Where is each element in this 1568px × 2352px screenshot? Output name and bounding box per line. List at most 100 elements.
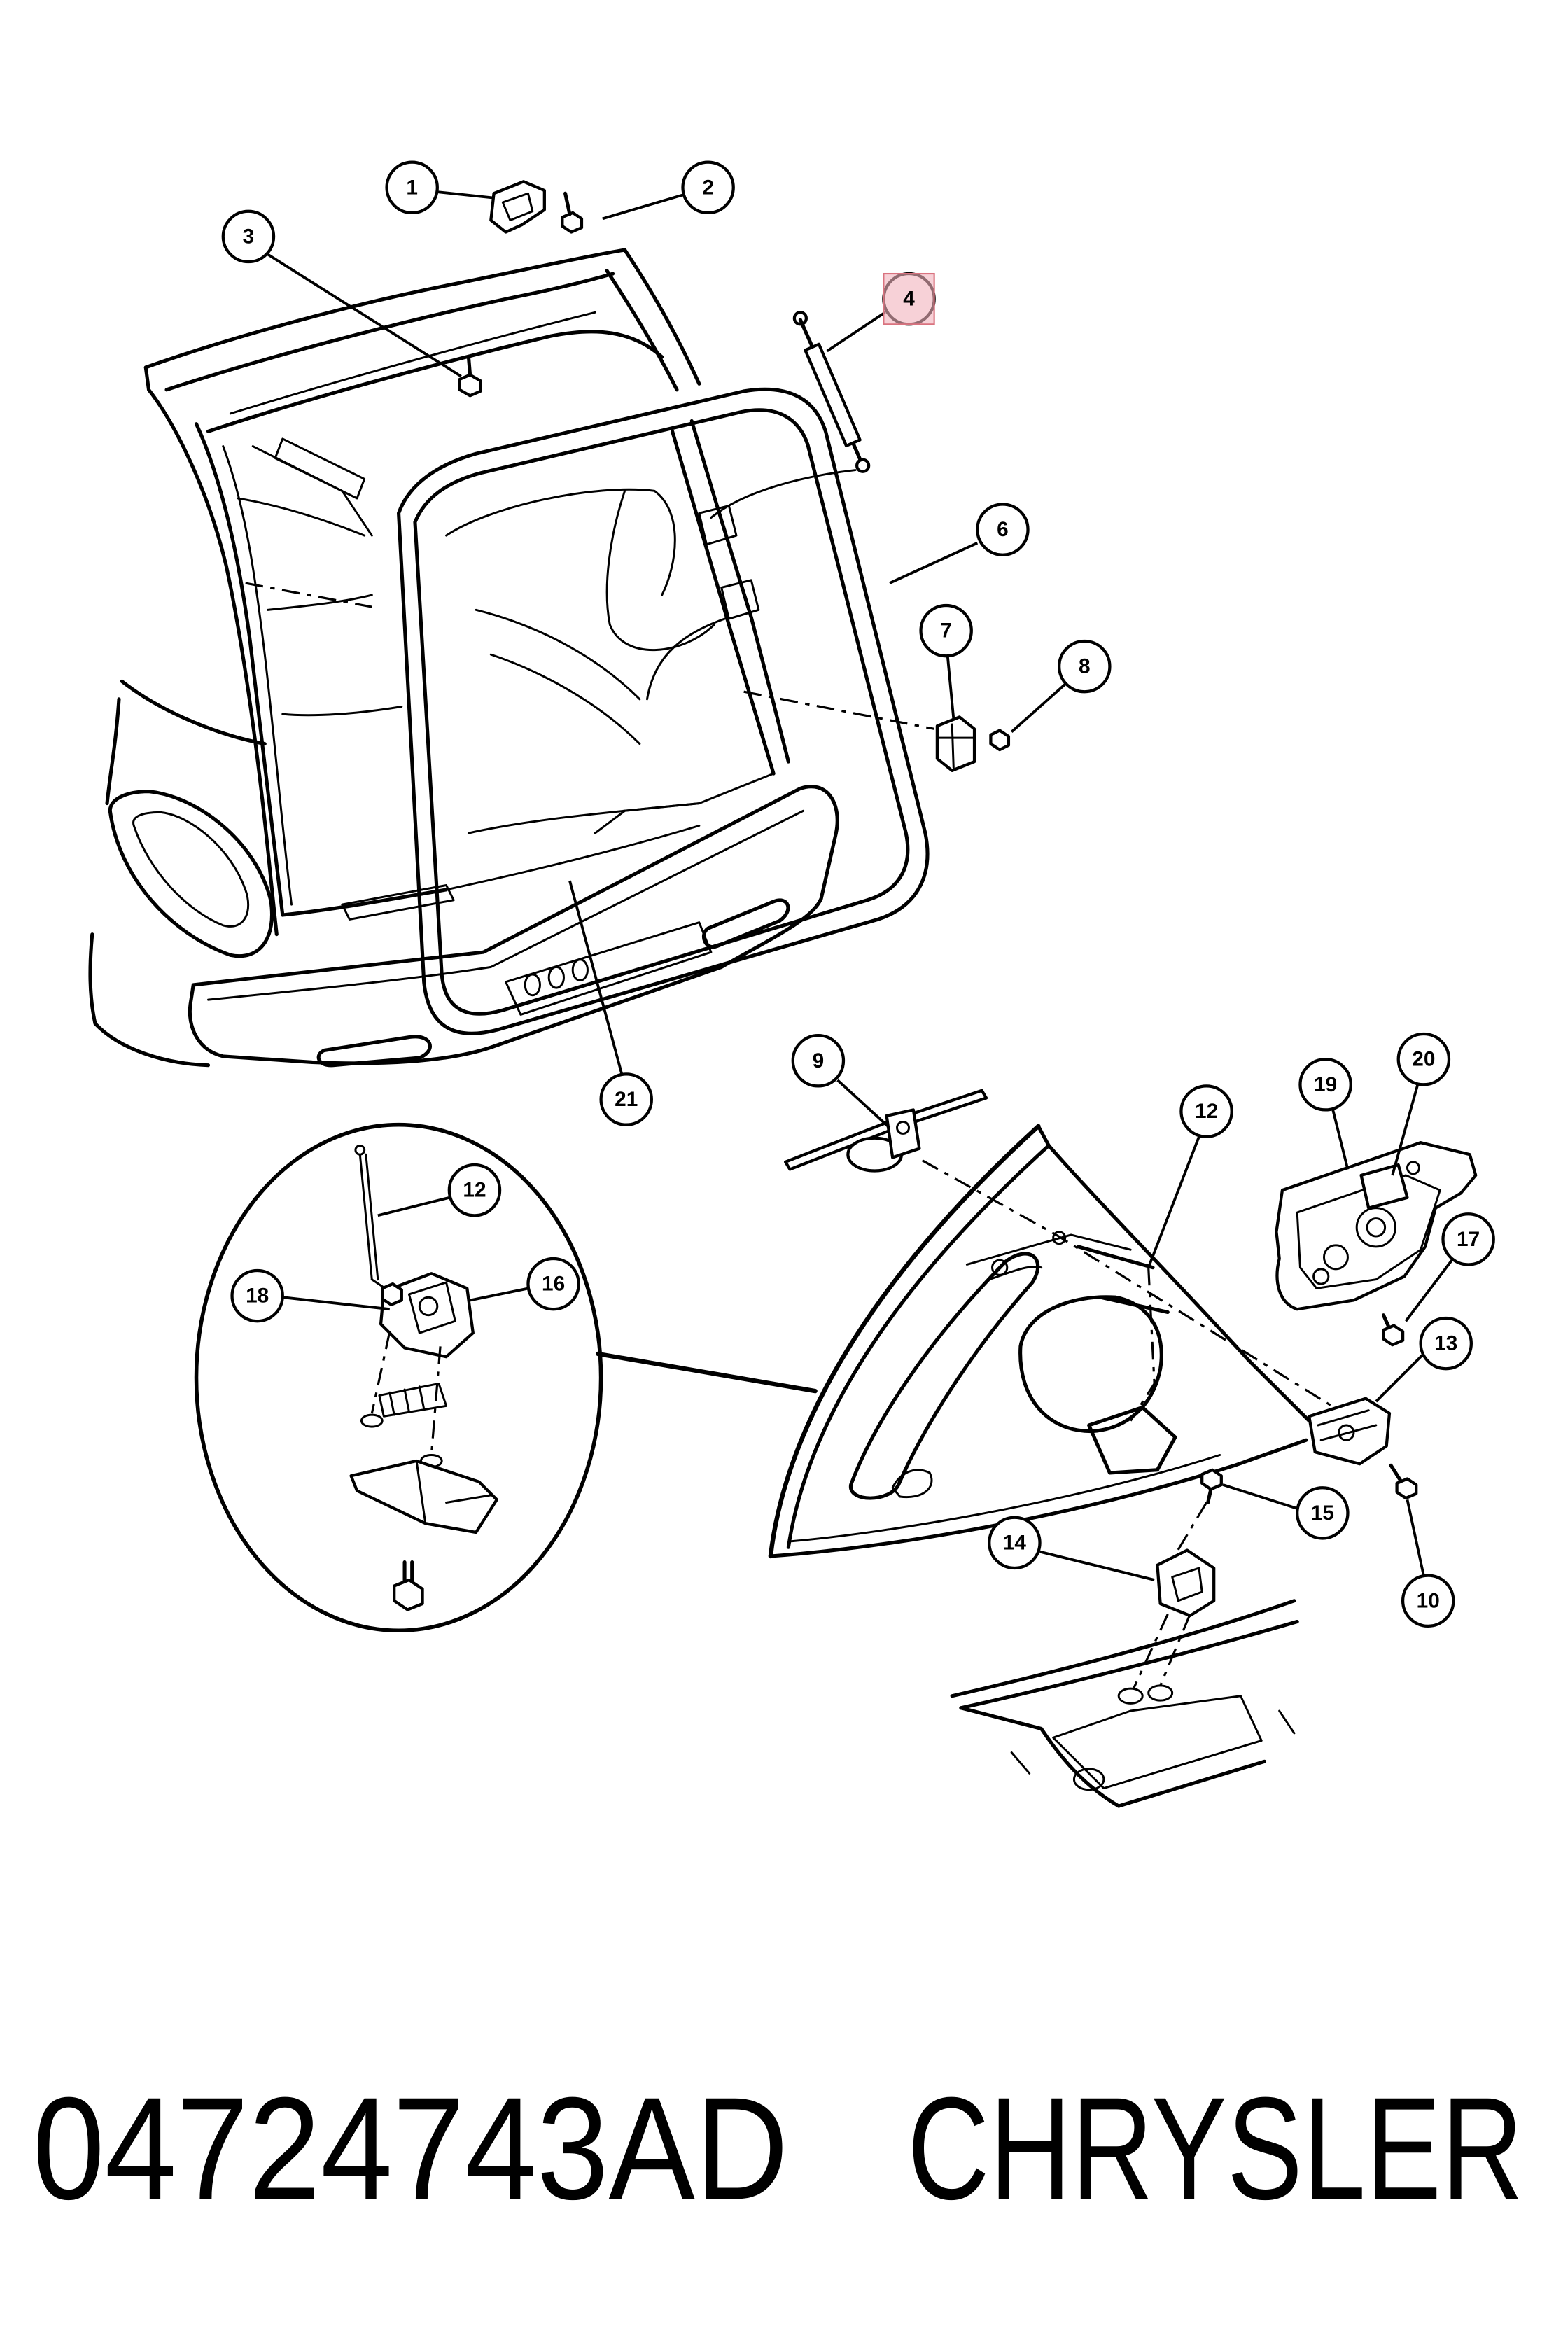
caption: 04724743AD CHRYSLER [33, 2067, 1523, 2230]
floor-edge [959, 1619, 1299, 1710]
bracket-bolt [393, 1560, 424, 1611]
callout-4-selected[interactable]: 4 [882, 272, 936, 326]
callout-16[interactable]: 16 [526, 1256, 580, 1311]
callout-12[interactable]: 12 [1180, 1084, 1233, 1138]
callout-number: 14 [1003, 1531, 1027, 1554]
callout-3[interactable]: 3 [221, 209, 276, 264]
callout-ring [1396, 1032, 1451, 1086]
callout-8[interactable]: 8 [1058, 639, 1112, 694]
callout-2[interactable]: 2 [681, 160, 735, 215]
alignment-line [1159, 1614, 1191, 1686]
callout-number: 3 [243, 225, 255, 248]
callout-20[interactable]: 20 [1396, 1032, 1451, 1086]
rear-bumper [188, 785, 839, 1065]
latch-rod [354, 1144, 391, 1293]
callout-number: 2 [702, 176, 714, 199]
callout-17[interactable]: 17 [1441, 1212, 1495, 1266]
striker-hole [1117, 1687, 1144, 1704]
callout-ring [1441, 1212, 1495, 1266]
bracket-fold [445, 1494, 492, 1504]
callout-ring [1401, 1574, 1455, 1628]
c-pillar-trim [690, 419, 790, 764]
leader-line [267, 253, 462, 378]
callout-19[interactable]: 19 [1298, 1058, 1352, 1112]
callout-14[interactable]: 14 [988, 1516, 1042, 1570]
leader-line [836, 1079, 891, 1129]
left-opening-inner [222, 445, 293, 906]
stiffener [965, 1233, 1132, 1266]
liftgate-latch [1275, 1141, 1478, 1311]
bolt-shank [564, 191, 572, 216]
callout-21[interactable]: 21 [599, 1072, 653, 1126]
bumper-stop-screw [743, 690, 1011, 752]
callout-7[interactable]: 7 [919, 603, 973, 658]
bolt-head [1200, 1468, 1223, 1491]
bolt-shank [1206, 1487, 1213, 1505]
callout-number: 16 [542, 1273, 565, 1296]
callout-number: 10 [1417, 1589, 1440, 1612]
actuator-body [1308, 1396, 1392, 1466]
gate-outer-arc [768, 1124, 1041, 1559]
latch-pivot [418, 1296, 439, 1317]
alignment-line [1129, 1267, 1156, 1422]
striker [1132, 1548, 1216, 1689]
rod [1077, 1245, 1155, 1270]
callout-12-inset[interactable]: 12 [447, 1163, 502, 1217]
bumper-stop-body [935, 715, 976, 772]
callout-ring [976, 503, 1030, 556]
callout-10[interactable]: 10 [1401, 1574, 1455, 1628]
leader-line [568, 880, 624, 1074]
callout-number: 18 [246, 1284, 269, 1308]
callout-ring [385, 160, 439, 215]
callout-13[interactable]: 13 [1419, 1316, 1473, 1371]
rod [1099, 1295, 1170, 1315]
callout-ring [988, 1516, 1042, 1570]
alignment-line [370, 1331, 391, 1414]
cargo-interior [237, 419, 790, 891]
rod-end [354, 1144, 366, 1156]
bolt-head [458, 373, 482, 398]
trim-line [267, 594, 373, 611]
leader-line [1010, 683, 1066, 734]
callout-9[interactable]: 9 [791, 1034, 846, 1088]
floor-sill [959, 1706, 1267, 1808]
cargo-opening-bottom [281, 888, 449, 917]
seat-cushion [475, 608, 641, 701]
lower-body-panel [88, 932, 211, 1068]
floor-top-edge [950, 1599, 1296, 1698]
bumper-reflector-left [316, 1035, 432, 1068]
callout-18[interactable]: 18 [230, 1268, 284, 1323]
header-bolt [458, 355, 482, 398]
panel-access-hole [1018, 1295, 1163, 1434]
bolt-shank [466, 355, 472, 377]
d-pillar-outer [623, 248, 701, 386]
leader-line [1404, 1259, 1453, 1322]
seat-contour [645, 616, 730, 701]
callout-15[interactable]: 15 [1296, 1486, 1350, 1540]
callout-6[interactable]: 6 [976, 503, 1030, 556]
callout-1[interactable]: 1 [385, 160, 439, 215]
latch-pin [1312, 1268, 1330, 1285]
quarter-panel-side [105, 697, 121, 806]
support-strut[interactable] [710, 311, 871, 519]
bumper-hole [524, 973, 541, 997]
latch-plate [407, 1281, 456, 1334]
bolt-head [561, 211, 584, 234]
bolt-shank [402, 1560, 414, 1585]
callout-ring [526, 1256, 580, 1311]
roof-inner-edge [164, 272, 615, 392]
callout-ring [1298, 1058, 1352, 1112]
latch-ratchet [1355, 1207, 1396, 1248]
callout-number: 8 [1079, 655, 1091, 678]
callout-number: 12 [1195, 1100, 1218, 1123]
bumper-stop-detail [936, 723, 976, 769]
latch-pivot [1322, 1244, 1349, 1270]
detail-inset: 12 16 18 [194, 1122, 818, 1633]
callout-ring [681, 160, 735, 215]
latch-ratchet-hub [1366, 1217, 1387, 1238]
hinge-body [489, 180, 546, 234]
seat-cushion [489, 653, 641, 746]
callout-number: 6 [997, 518, 1009, 541]
floor-recess [1052, 1695, 1263, 1790]
